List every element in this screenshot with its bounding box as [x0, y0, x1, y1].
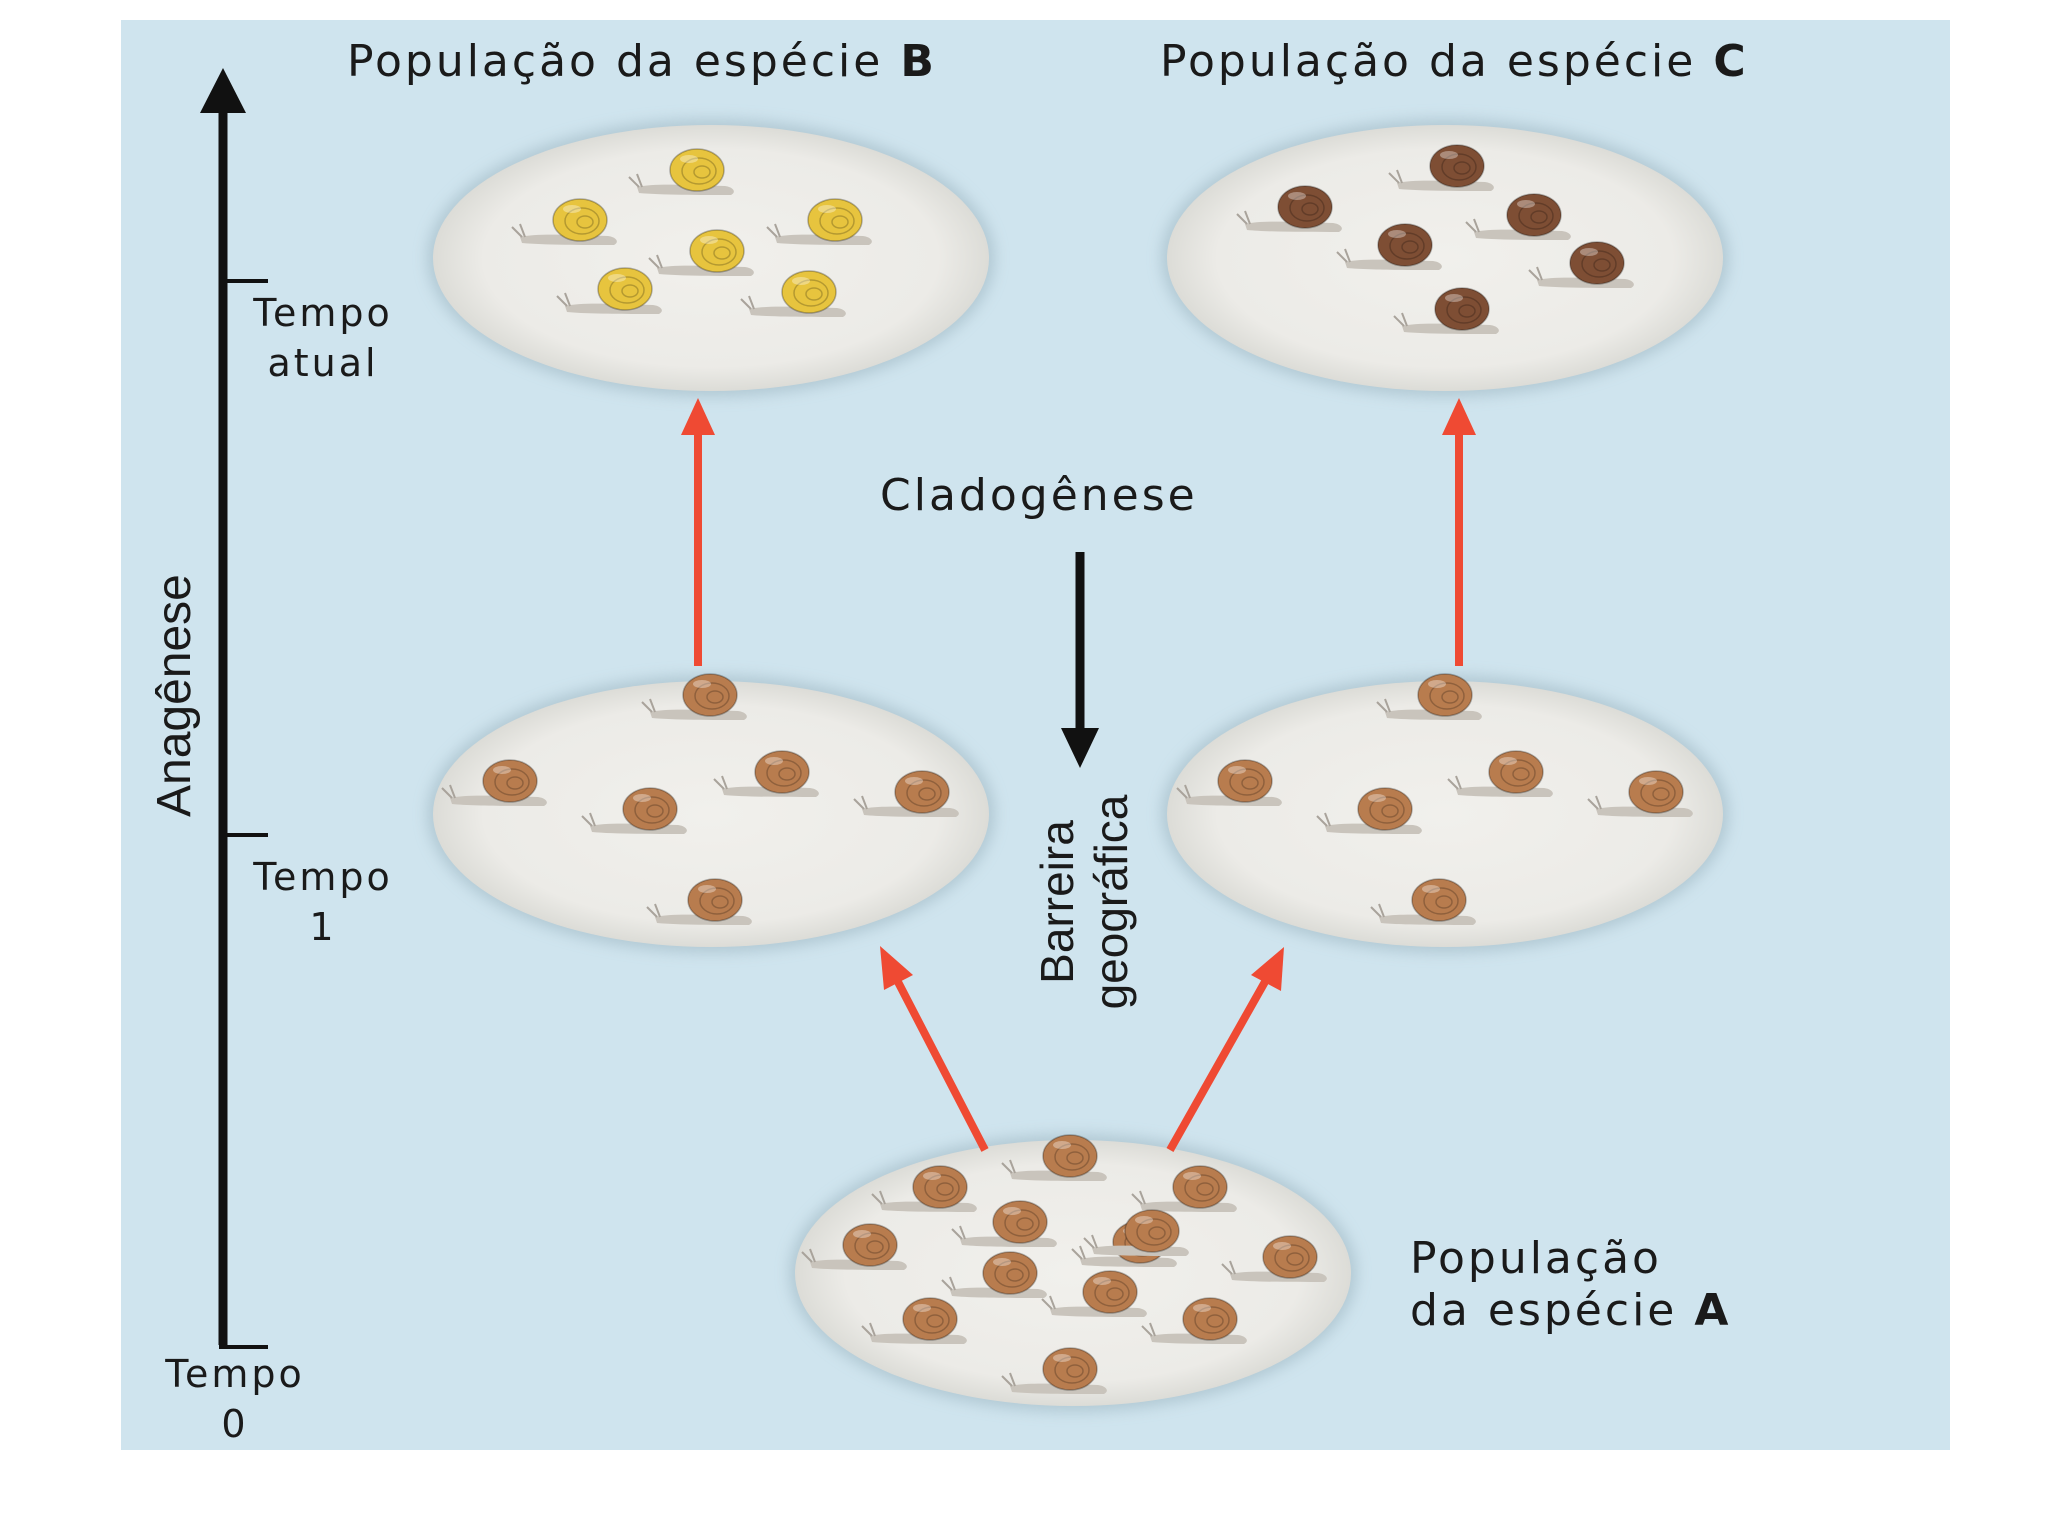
population-c-title: População da espécie C	[1160, 36, 1749, 87]
snail-icon	[1376, 673, 1482, 720]
snail-icon	[646, 878, 752, 925]
snail-icon	[511, 198, 617, 245]
population-b-title: População da espécie B	[347, 36, 937, 87]
snail-icon	[871, 1165, 977, 1212]
snail-icon	[713, 750, 819, 797]
arrow-left-up-head	[681, 398, 715, 435]
arrow-to-left-mid-head	[880, 946, 913, 990]
snail-groups	[441, 144, 1693, 1394]
snail-icon	[1001, 1134, 1107, 1181]
snail-icon	[556, 267, 662, 314]
snail-icon	[1528, 241, 1634, 288]
snail-icon	[1176, 759, 1282, 806]
snail-icon	[1370, 878, 1476, 925]
snail-icon	[1131, 1165, 1237, 1212]
snail-icon	[441, 759, 547, 806]
snail-icon	[951, 1200, 1057, 1247]
cladogenesis-label: Cladogênese	[880, 470, 1198, 521]
snail-icon	[861, 1297, 967, 1344]
snail-icon	[941, 1251, 1047, 1298]
arrow-to-right-mid	[1166, 978, 1270, 1152]
snail-icon	[1587, 770, 1693, 817]
snail-icon	[766, 198, 872, 245]
anagenesis-label: Anagênese	[148, 574, 201, 817]
snail-icon	[1083, 1209, 1189, 1256]
snail-icon	[1465, 193, 1571, 240]
arrow-to-right-mid-head	[1251, 947, 1284, 991]
population-ellipse-left-mid	[427, 675, 995, 953]
snail-icon	[1336, 223, 1442, 270]
snail-icon	[853, 770, 959, 817]
time-axis	[200, 68, 268, 1349]
snail-icon	[1388, 144, 1494, 191]
barrier-arrow	[1061, 552, 1099, 768]
snail-icon	[1141, 1297, 1247, 1344]
arrow-right-up-head	[1442, 398, 1476, 435]
snail-icon	[1393, 287, 1499, 334]
snail-icon	[648, 229, 754, 276]
snail-icon	[628, 148, 734, 195]
snail-icon	[641, 673, 747, 720]
snail-icon	[1316, 787, 1422, 834]
snail-icon	[1236, 185, 1342, 232]
snail-icon	[801, 1223, 907, 1270]
population-ellipse-right-mid	[1161, 675, 1729, 953]
snail-icon	[581, 787, 687, 834]
barrier-arrow-head	[1061, 728, 1099, 768]
population-a-title: População da espécie A	[1410, 1233, 1732, 1336]
snail-icon	[1001, 1347, 1107, 1394]
evolution-arrows	[681, 398, 1476, 1152]
snail-icon	[1221, 1235, 1327, 1282]
arrow-to-left-mid	[893, 978, 989, 1152]
snail-icon	[1041, 1270, 1147, 1317]
axis-arrowhead	[200, 68, 246, 113]
snail-icon	[1447, 750, 1553, 797]
snail-icon	[740, 270, 846, 317]
